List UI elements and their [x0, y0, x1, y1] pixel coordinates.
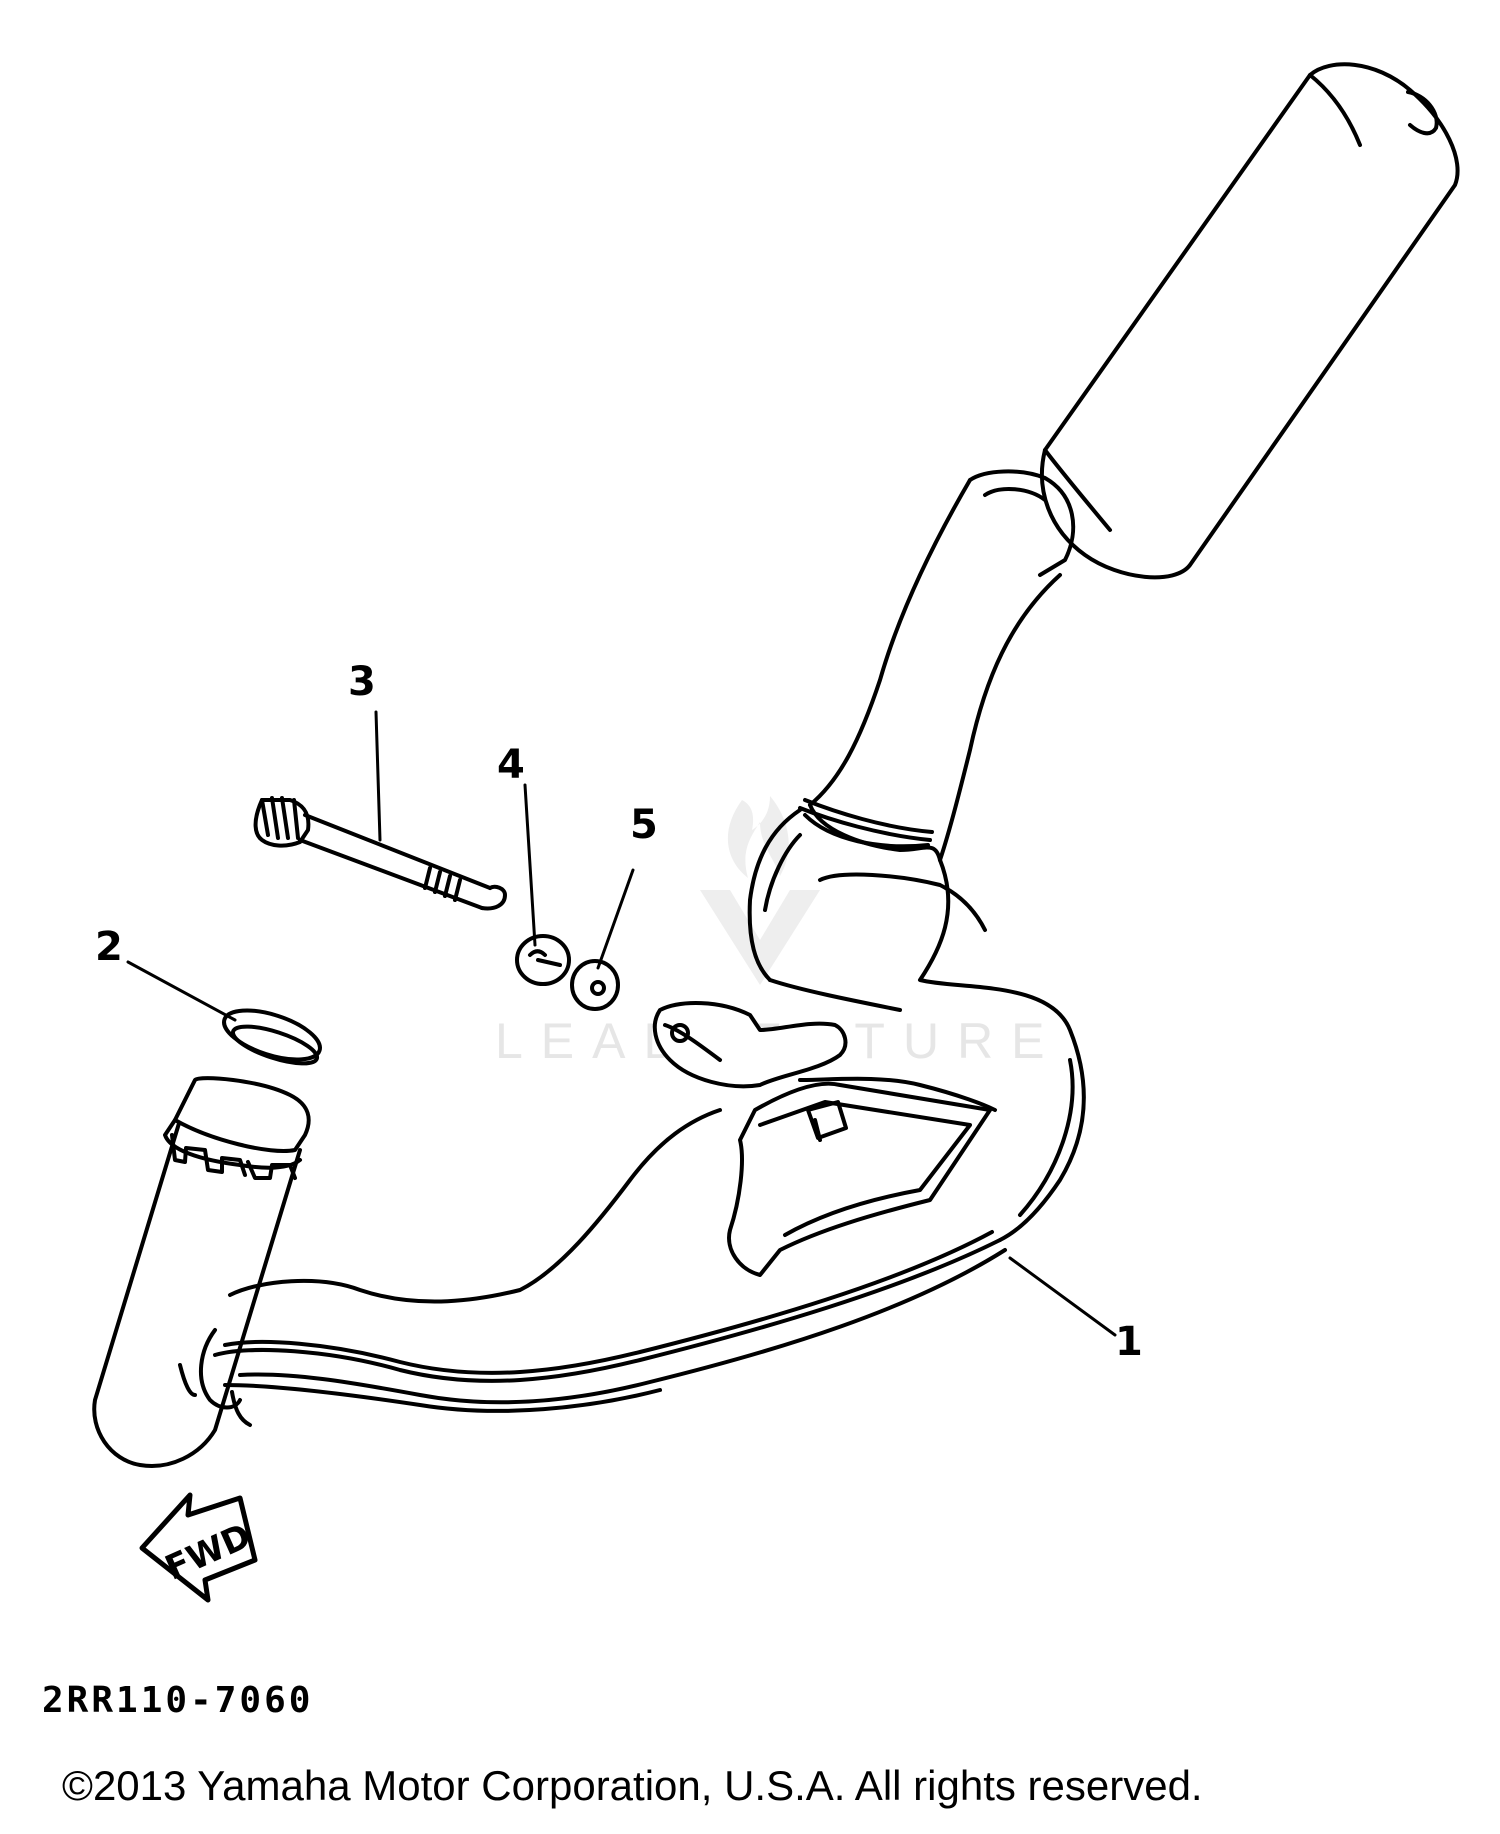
callout-1: 1 [1115, 1319, 1143, 1365]
leader-line-5 [596, 868, 635, 970]
silencer [968, 62, 1460, 580]
callout-3: 3 [348, 659, 376, 705]
leader-line-3 [374, 710, 382, 842]
callout-4: 4 [497, 742, 525, 788]
exhaust-pipe [92, 478, 1086, 1468]
callout-2: 2 [95, 924, 123, 970]
copyright-text: ©2013 Yamaha Motor Corporation, U.S.A. A… [62, 1762, 1203, 1809]
callout-5: 5 [630, 802, 658, 848]
leader-line-4 [523, 783, 537, 947]
lock-washer [515, 934, 571, 986]
leader-line-2 [126, 960, 237, 1022]
gasket [222, 1008, 322, 1066]
fwd-arrow-icon [139, 1492, 258, 1603]
flat-washer [570, 959, 620, 1011]
leader-line-1 [1008, 1256, 1117, 1337]
part-code: 2RR110-7060 [42, 1680, 314, 1721]
bolt [253, 796, 507, 911]
